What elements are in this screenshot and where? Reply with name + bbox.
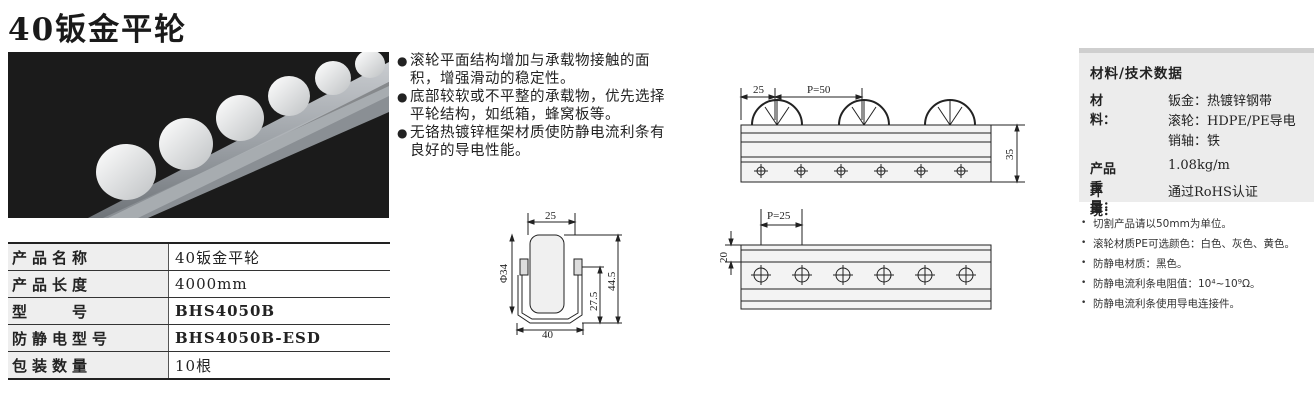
material-key: 环 境：	[1090, 185, 1130, 219]
dim-front-mid: 27.5	[588, 291, 600, 311]
feature-item: ● 滚轮平面结构增加与承载物接触的面积，增强滑动的稳定性。	[397, 52, 672, 88]
materials-panel-header-bar	[1079, 48, 1314, 53]
feature-text: 无铬热镀锌框架材质使防静电流利条有良好的导电性能。	[410, 125, 665, 159]
note-text: 切割产品请以50mm为单位。	[1093, 217, 1232, 230]
dim-front-height: 44.5	[606, 271, 618, 291]
dim-side-pitch: P=50	[807, 84, 831, 96]
bullet-icon: •	[1081, 298, 1087, 308]
dim-bottom-pitch: P=25	[767, 210, 791, 222]
dim-bottom-height: 20	[718, 252, 730, 264]
feature-list: ● 滚轮平面结构增加与承载物接触的面积，增强滑动的稳定性。 ● 底部较软或不平整…	[397, 52, 672, 160]
spec-key: 包装数量	[8, 351, 169, 380]
spec-table: 产品名称 40钣金平轮 产品长度 4000mm 型 号 BHS4050B 防静电…	[8, 242, 390, 380]
side-view-drawing: 25 P=50 35	[739, 84, 1025, 184]
notes-list: • 切割产品请以50mm为单位。 • 滚轮材质PE可选颜色：白色、灰色、黄色。 …	[1081, 213, 1295, 313]
materials-title: 材料/技术数据	[1090, 66, 1183, 82]
material-key: 产品重量：	[1090, 162, 1117, 215]
spec-row: 防静电型号 BHS4050B-ESD	[8, 324, 390, 352]
feature-item: ● 无铬热镀锌框架材质使防静电流利条有良好的导电性能。	[397, 124, 672, 160]
spec-row: 产品长度 4000mm	[8, 270, 390, 298]
material-key: 材 料：	[1090, 94, 1130, 128]
material-line: 钣金：热镀锌钢带	[1168, 94, 1273, 109]
dim-side-height: 35	[1004, 149, 1016, 161]
page-title: 40钣金平轮	[8, 12, 188, 48]
front-view-drawing: 25 40 Φ34 27.5 44.5	[498, 210, 622, 340]
feature-text: 滚轮平面结构增加与承载物接触的面积，增强滑动的稳定性。	[410, 53, 650, 87]
spec-value: 40钣金平轮	[168, 242, 390, 271]
bullet-icon: •	[1081, 278, 1087, 288]
note-item: • 滚轮材质PE可选颜色：白色、灰色、黄色。	[1081, 233, 1295, 253]
note-item: • 切割产品请以50mm为单位。	[1081, 213, 1295, 233]
spec-value: BHS4050B-ESD	[168, 324, 390, 352]
bullet-icon: ●	[397, 90, 408, 104]
dim-side-a: 25	[753, 84, 765, 96]
material-line: 通过RoHS认证	[1168, 185, 1258, 200]
spec-key: 防静电型号	[8, 324, 169, 352]
spec-key: 型 号	[8, 297, 169, 325]
bottom-view-drawing: P=25 20	[718, 209, 992, 310]
spec-value: 10根	[168, 351, 390, 380]
spec-value: BHS4050B	[168, 297, 390, 325]
note-text: 防静电材质：黑色。	[1093, 257, 1188, 270]
note-text: 滚轮材质PE可选颜色：白色、灰色、黄色。	[1093, 237, 1295, 250]
feature-item: ● 底部较软或不平整的承载物，优先选择平轮结构，如纸箱，蜂窝板等。	[397, 88, 672, 124]
note-text: 防静电流利条使用导电连接件。	[1093, 297, 1240, 310]
materials-panel	[1079, 48, 1314, 202]
spec-row: 产品名称 40钣金平轮	[8, 242, 390, 271]
note-text: 防静电流利条电阻值：10⁴~10⁹Ω。	[1093, 277, 1261, 290]
bullet-icon: •	[1081, 258, 1087, 268]
bullet-icon: •	[1081, 218, 1087, 228]
material-line: 销轴：铁	[1168, 134, 1221, 149]
product-photo	[8, 52, 389, 218]
spec-row: 包装数量 10根	[8, 351, 390, 380]
material-line: 滚轮：HDPE/PE导电	[1168, 114, 1296, 129]
bullet-icon: ●	[397, 54, 408, 68]
bullet-icon: ●	[397, 126, 408, 140]
dim-front-bottom: 40	[542, 329, 554, 340]
spec-row: 型 号 BHS4050B	[8, 297, 390, 325]
note-item: • 防静电材质：黑色。	[1081, 253, 1295, 273]
bullet-icon: •	[1081, 238, 1087, 248]
dim-front-dia: Φ34	[498, 263, 510, 283]
spec-key: 产品名称	[8, 242, 169, 271]
spec-key: 产品长度	[8, 270, 169, 298]
material-line: 1.08kg/m	[1168, 158, 1230, 173]
spec-value: 4000mm	[168, 270, 390, 298]
note-item: • 防静电流利条使用导电连接件。	[1081, 293, 1295, 313]
note-item: • 防静电流利条电阻值：10⁴~10⁹Ω。	[1081, 273, 1295, 293]
feature-text: 底部较软或不平整的承载物，优先选择平轮结构，如纸箱，蜂窝板等。	[410, 89, 665, 123]
dim-front-top: 25	[545, 210, 557, 222]
roller-track-illustration	[88, 52, 389, 218]
